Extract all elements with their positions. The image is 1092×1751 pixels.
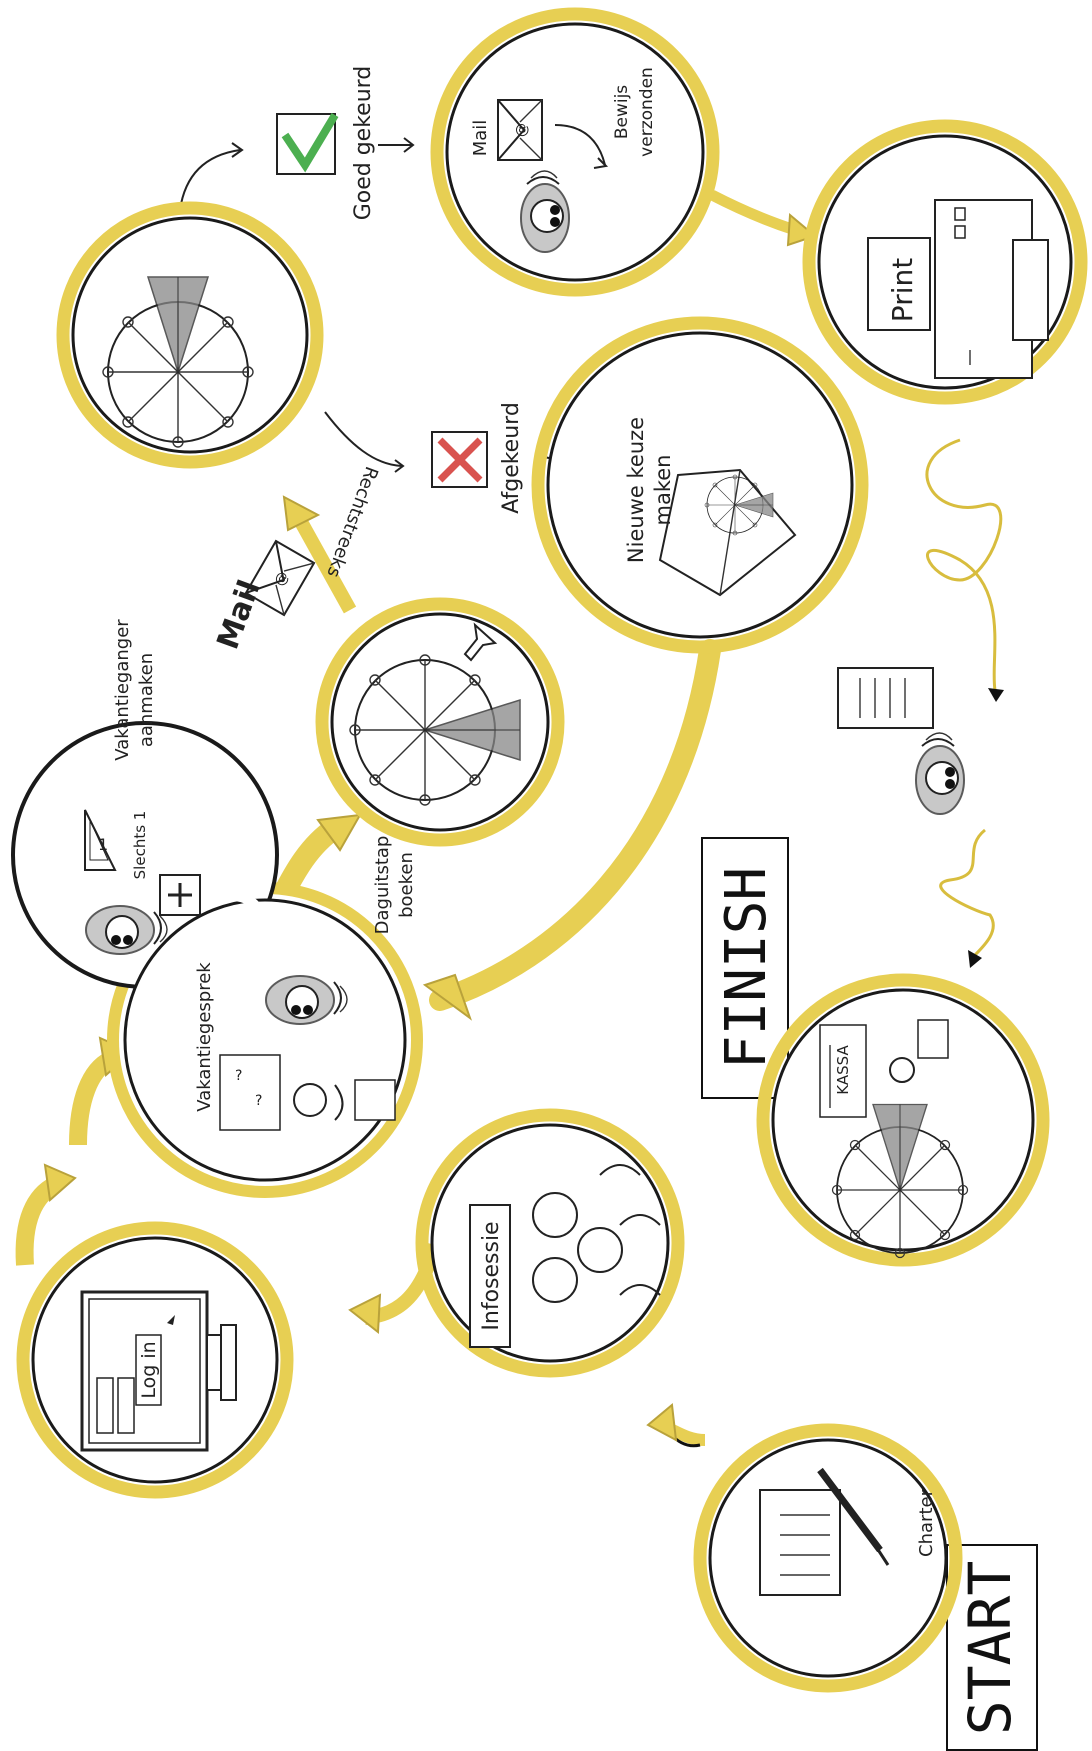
step-goed-gekeurd: Goed gekeurd	[276, 66, 376, 221]
step-rechtstreeks: Mail Rechtstreeks	[211, 464, 382, 654]
ticket-booth-icon	[819, 1019, 969, 1259]
goed-gekeurd-label: Goed gekeurd	[351, 66, 376, 221]
arrow-mail-to-print	[709, 190, 797, 236]
add-person-icon: 1	[84, 809, 201, 955]
afgekeurd-label: Afgekeurd	[499, 402, 524, 514]
computer-login-icon	[80, 1290, 237, 1452]
nieuwe-keuze-label-1: Nieuwe keuze	[624, 417, 648, 563]
arrow-print-curl	[925, 438, 1003, 691]
start-label: START	[956, 1561, 1024, 1736]
brochure-icon	[658, 468, 797, 597]
group-icon	[532, 1164, 661, 1303]
mail-label-bewijs: Mail	[470, 120, 491, 157]
vakantieganger-label-2: aanmaken	[136, 653, 157, 747]
arrow-to-kassa	[939, 828, 995, 957]
daguitstap-label-2: boeken	[396, 852, 417, 918]
daguitstap-label-1: Daguitstap	[372, 836, 393, 935]
infosessie-label: Infosessie	[479, 1221, 504, 1330]
traveler-figure	[915, 732, 965, 815]
kassa-label: KASSA	[834, 1045, 852, 1095]
svg-text:?: ?	[235, 1068, 242, 1084]
step-kassa: KASSA	[756, 973, 1050, 1267]
svg-text:?: ?	[255, 1093, 262, 1109]
charter-label: Charter	[916, 1488, 937, 1557]
vakantieganger-label-1: Vakantieganger	[112, 619, 133, 761]
step-wheel-top	[56, 201, 324, 469]
arrow-head-rechtstreeks	[282, 495, 321, 532]
step-afgekeurd: Afgekeurd	[431, 402, 524, 514]
login-label: Log in	[138, 1341, 160, 1398]
vakantiegesprek-label: Vakantiegesprek	[194, 962, 215, 1112]
bewijs-label-2: verzonden	[637, 67, 657, 157]
step-vakantiegesprek: ? ? Vakantiegesprek 1 Slechts 1	[11, 721, 423, 1198]
arrow-to-afgekeurd	[324, 411, 403, 467]
arrow-head-gesprek	[422, 973, 473, 1021]
arrow-nieuwe-keuze-to-gesprek	[429, 639, 721, 1011]
ferris-wheel-icon	[349, 622, 521, 806]
mail-label-rechtstreeks: Mail	[211, 576, 268, 654]
cross-icon	[431, 431, 488, 488]
step-charter: Charter	[693, 1423, 963, 1693]
step-daguitstap	[315, 597, 565, 847]
step-nieuwe-keuze: Nieuwe keuze maken	[531, 316, 869, 654]
bewijs-label-1: Bewijs	[612, 85, 632, 139]
nieuwe-keuze-label-2: maken	[651, 455, 675, 526]
step-mail-bewijs: Mail Bewijs verzonden	[430, 7, 720, 297]
arrow-head-daguitstap	[316, 813, 362, 852]
print-label: Print	[886, 258, 919, 322]
step-print: Print	[802, 119, 1088, 405]
conversation-icon: ? ?	[219, 975, 396, 1131]
check-icon	[276, 112, 339, 175]
step-infosessie: Infosessie	[415, 1108, 685, 1378]
arrow-to-goed-gekeurd	[179, 149, 241, 211]
document-pen-icon	[759, 1467, 890, 1596]
finish-label: FINISH	[714, 867, 779, 1069]
arrow-rechtstreeks	[293, 516, 357, 614]
slechts-label: Slechts 1	[131, 811, 149, 880]
svg-text:1: 1	[98, 835, 108, 854]
rechtstreeks-label: Rechtstreeks	[322, 464, 382, 581]
printer-icon	[867, 199, 1049, 379]
step-login: Log in	[16, 1221, 294, 1499]
printed-document	[837, 667, 934, 729]
start-box: START	[946, 1544, 1038, 1751]
mail-icon	[497, 99, 609, 253]
